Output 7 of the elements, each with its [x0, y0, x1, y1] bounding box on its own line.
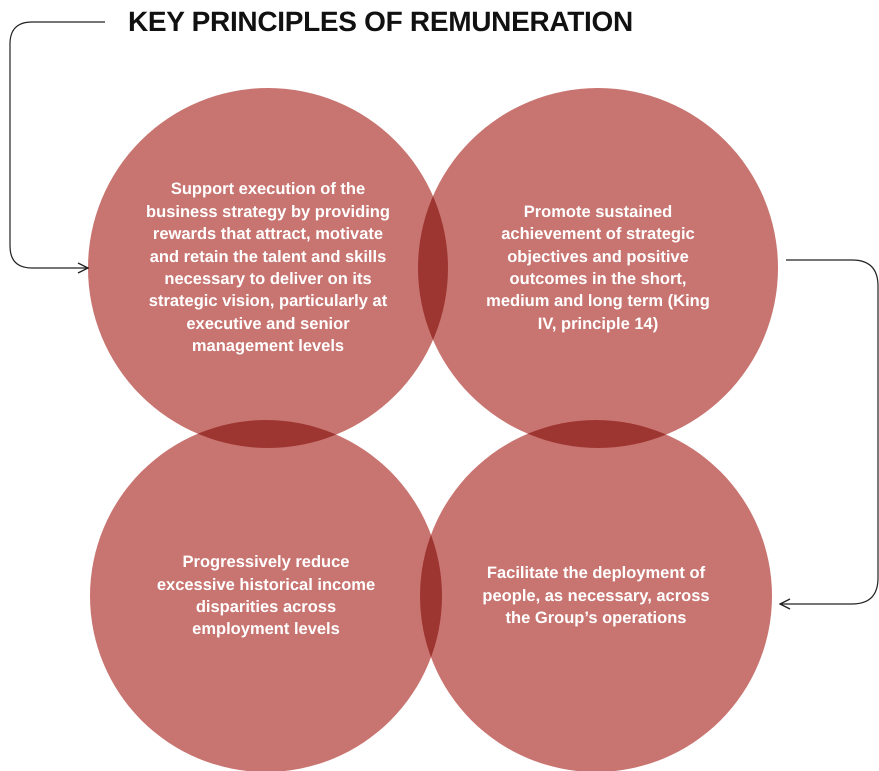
principle-text: Promote sustained achievement of strategic objectives and positive outcomes in the short, medium and long term (King IV, principle 14)	[485, 202, 711, 335]
arrow	[779, 259, 879, 610]
title: KEY PRINCIPLES OF REMUNERATION	[128, 6, 633, 38]
principle-text: Support execution of the business strategy by providing rewards that attract, motivate and retain the talent and skills necessary to deliver on its strategic vision, particularly at executive and senior management levels	[145, 179, 391, 358]
principle-text: Facilitate the deployment of people, as necessary, across the Group’s operations	[482, 563, 710, 630]
principle-text: Progressively reduce excessive historical income disparities across employment levels	[156, 552, 376, 640]
arrow	[9, 21, 105, 274]
